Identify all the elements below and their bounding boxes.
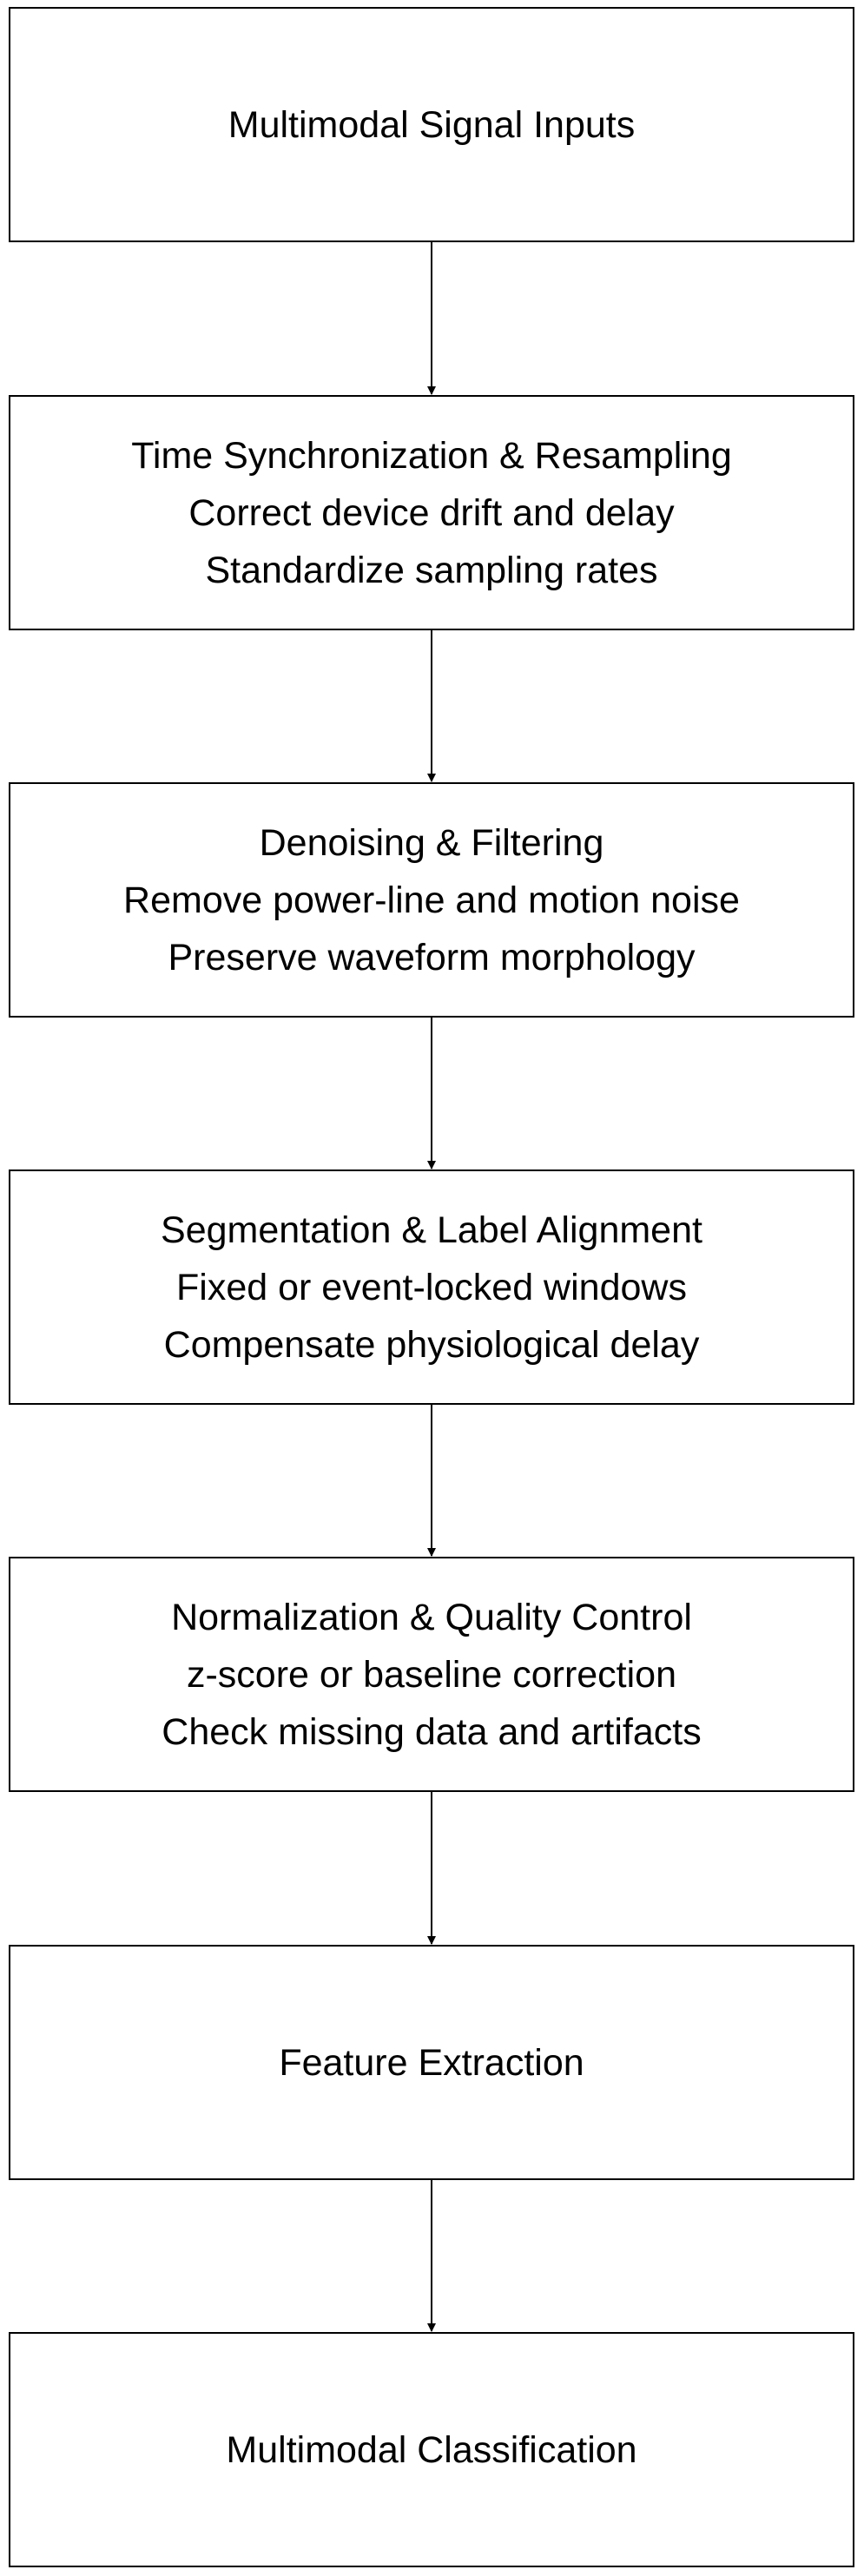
step-title: Multimodal Signal Inputs <box>228 103 636 146</box>
step-box-feature-extraction: Feature Extraction <box>9 1945 854 2180</box>
step-title: Time Synchronization & Resampling <box>131 434 732 477</box>
step-detail: Correct device drift and delay <box>188 491 675 534</box>
step-detail: Standardize sampling rates <box>205 549 658 591</box>
step-box-signal-inputs: Multimodal Signal Inputs <box>9 7 854 242</box>
step-detail: Fixed or event-locked windows <box>176 1266 687 1308</box>
step-title: Normalization & Quality Control <box>171 1596 692 1638</box>
step-title: Denoising & Filtering <box>259 821 604 864</box>
step-box-normalization: Normalization & Quality Control z-score … <box>9 1557 854 1792</box>
step-box-classification: Multimodal Classification <box>9 2332 854 2567</box>
step-detail: Check missing data and artifacts <box>162 1710 702 1753</box>
step-detail: Remove power-line and motion noise <box>123 879 740 921</box>
step-box-time-synchronization: Time Synchronization & Resampling Correc… <box>9 395 854 630</box>
step-box-denoising: Denoising & Filtering Remove power-line … <box>9 782 854 1018</box>
step-detail: Compensate physiological delay <box>163 1323 700 1366</box>
step-title: Segmentation & Label Alignment <box>161 1209 702 1251</box>
step-title: Feature Extraction <box>279 2041 584 2084</box>
step-box-segmentation: Segmentation & Label Alignment Fixed or … <box>9 1169 854 1405</box>
step-title: Multimodal Classification <box>226 2428 637 2471</box>
step-detail: Preserve waveform morphology <box>168 936 696 978</box>
step-detail: z-score or baseline correction <box>186 1653 677 1696</box>
